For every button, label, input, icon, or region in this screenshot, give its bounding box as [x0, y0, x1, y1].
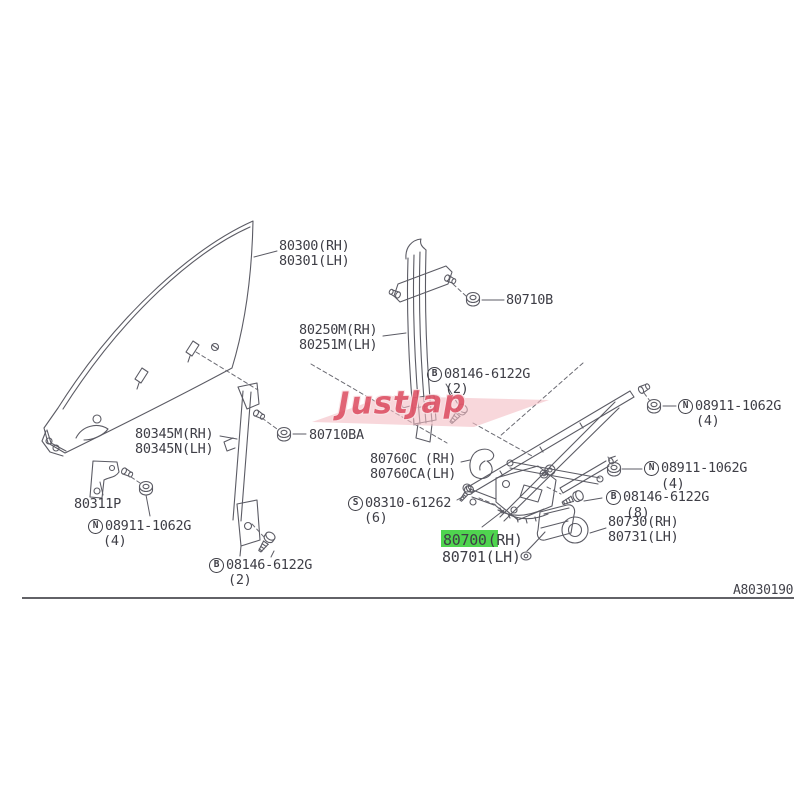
- part-number: 08911-1062G: [695, 398, 782, 415]
- part-number: 80311P: [74, 496, 121, 512]
- label-nut-right-lower: N 08911-1062G: [644, 461, 747, 476]
- label-bolt-regulator-qty: (8): [626, 505, 650, 521]
- label-nut-right-lower-qty: (4): [661, 476, 685, 492]
- highlight-80700: [441, 530, 498, 547]
- label-bracket: 80311P: [74, 497, 121, 512]
- label-nut-bottom-left: N 08911-1062G: [88, 519, 191, 534]
- prefix-circle-b: B: [427, 367, 442, 382]
- diagram-ref-code: A8030190: [733, 583, 794, 598]
- front-channel-drawing: [223, 382, 266, 557]
- part-number: 08146-6122G: [444, 366, 531, 383]
- prefix-circle-b: B: [209, 558, 224, 573]
- label-holder: 80760C (RH)80760CA(LH): [370, 452, 456, 481]
- prefix-circle-n: N: [88, 519, 103, 534]
- label-nut-right-upper-qty: (4): [696, 413, 720, 429]
- label-nut-right-upper: N 08911-1062G: [678, 399, 781, 414]
- screw-icon: [459, 484, 475, 502]
- label-bolt-top: B 08146-6122G: [427, 367, 530, 382]
- part-number: 80730(RH): [608, 514, 679, 530]
- prefix-circle-b: B: [606, 490, 621, 505]
- label-motor: 80730(RH)80731(LH): [608, 514, 679, 545]
- prefix-circle-n: N: [644, 461, 659, 476]
- bolt-icon: [561, 490, 584, 506]
- label-bolt-bottom-qty: (2): [228, 572, 252, 588]
- label-bolt-bottom: B 08146-6122G: [209, 558, 312, 573]
- part-number: 80710BA: [309, 427, 364, 443]
- part-number: 80301(LH): [279, 252, 350, 269]
- label-grommet-b: 80710B: [506, 293, 553, 308]
- bracket-80311p-drawing: [89, 460, 134, 499]
- part-number: 80710B: [506, 292, 553, 308]
- prefix-circle-n: N: [678, 399, 693, 414]
- part-number: 80345N(LH): [135, 440, 214, 457]
- label-regulator: 80700(RH)80701(LH): [442, 532, 523, 566]
- door-glass-drawing: [41, 220, 254, 457]
- label-screw-regulator-qty: (6): [364, 510, 388, 526]
- nut-icon: [138, 480, 154, 496]
- nut-icon: [276, 426, 292, 442]
- nut-icon: [465, 291, 481, 307]
- bolt-icon: [258, 531, 276, 553]
- nut-icon: [606, 461, 622, 477]
- label-channel: 80345M(RH)80345N(LH): [135, 426, 214, 457]
- label-nut-bottom-left-qty: (4): [103, 533, 127, 549]
- motor-drawing: [520, 504, 589, 561]
- part-number: 80250M(RH): [299, 322, 378, 338]
- part-number: 08911-1062G: [661, 460, 748, 477]
- part-number: 80731(LH): [608, 528, 679, 545]
- label-sash: 80250M(RH)80251M(LH): [299, 322, 378, 353]
- part-number: 80760CA(LH): [370, 465, 457, 482]
- label-bolt-top-qty: (2): [445, 381, 469, 397]
- holder-80760c-drawing: [469, 448, 495, 480]
- part-number: 80345M(RH): [135, 426, 214, 442]
- label-screw-regulator: S 08310-61262: [348, 496, 451, 511]
- part-number: 08310-61262: [365, 495, 452, 512]
- watermark-swoosh: [312, 396, 549, 427]
- part-number: 08146-6122G: [623, 489, 710, 506]
- label-bolt-regulator: B 08146-6122G: [606, 490, 709, 505]
- nut-icon: [646, 398, 662, 414]
- part-number: 08146-6122G: [226, 557, 313, 574]
- regulator-drawing: [462, 383, 651, 524]
- part-number: 80701(LH): [442, 548, 521, 566]
- label-grommet-ba: 80710BA: [309, 428, 364, 443]
- part-number: 80760C (RH): [370, 451, 457, 467]
- part-side: (RH): [487, 531, 523, 549]
- part-number: 08911-1062G: [105, 518, 192, 535]
- part-number-highlighted[interactable]: 80700: [443, 531, 487, 549]
- part-number: 80300(RH): [279, 238, 350, 254]
- label-glass: 80300(RH)80301(LH): [279, 238, 350, 269]
- part-number: 80251M(LH): [299, 336, 378, 353]
- prefix-circle-s: S: [348, 496, 363, 511]
- leader-lines: [99, 250, 677, 558]
